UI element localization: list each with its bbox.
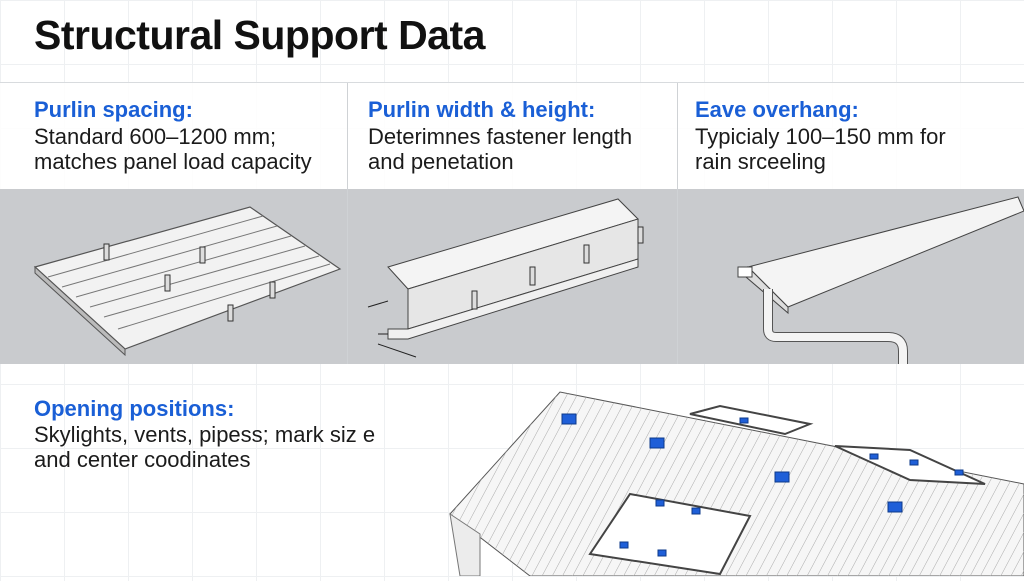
column-divider — [677, 83, 678, 364]
body-line: Deterimnes fastener length — [368, 124, 633, 149]
roof-openings-illustration — [440, 384, 1024, 577]
section-heading: Purlin spacing: — [34, 97, 193, 122]
body-line: matches panel load capacity — [34, 149, 312, 174]
body-line: rain srceeling — [695, 149, 826, 174]
section-purlin-spacing: Purlin spacing: Standard 600–1200 mm;mat… — [0, 83, 347, 189]
body-line: Standard 600–1200 mm; — [34, 124, 277, 149]
section-heading: Eave overhang: — [695, 97, 859, 122]
section-purlin-size: Purlin width & height: Deterimnes fasten… — [348, 83, 677, 189]
purlin-panel-illustration — [0, 189, 347, 364]
column-divider — [347, 83, 348, 364]
body-line: and penetation — [368, 149, 514, 174]
opening-heading: Opening positions: — [34, 396, 235, 421]
body-line: Skylights, vents, pipess; mark siz e — [34, 422, 376, 447]
header-divider — [0, 82, 1024, 83]
page-title: Structural Support Data — [34, 12, 485, 58]
body-line: and center coodinates — [34, 447, 251, 472]
eave-gutter-illustration — [678, 189, 1024, 364]
purlin-beam-illustration — [348, 189, 677, 364]
body-line: Typicialy 100–150 mm for — [695, 124, 946, 149]
section-body: Standard 600–1200 mm;matches panel load … — [34, 124, 312, 174]
section-heading: Purlin width & height: — [368, 97, 596, 122]
